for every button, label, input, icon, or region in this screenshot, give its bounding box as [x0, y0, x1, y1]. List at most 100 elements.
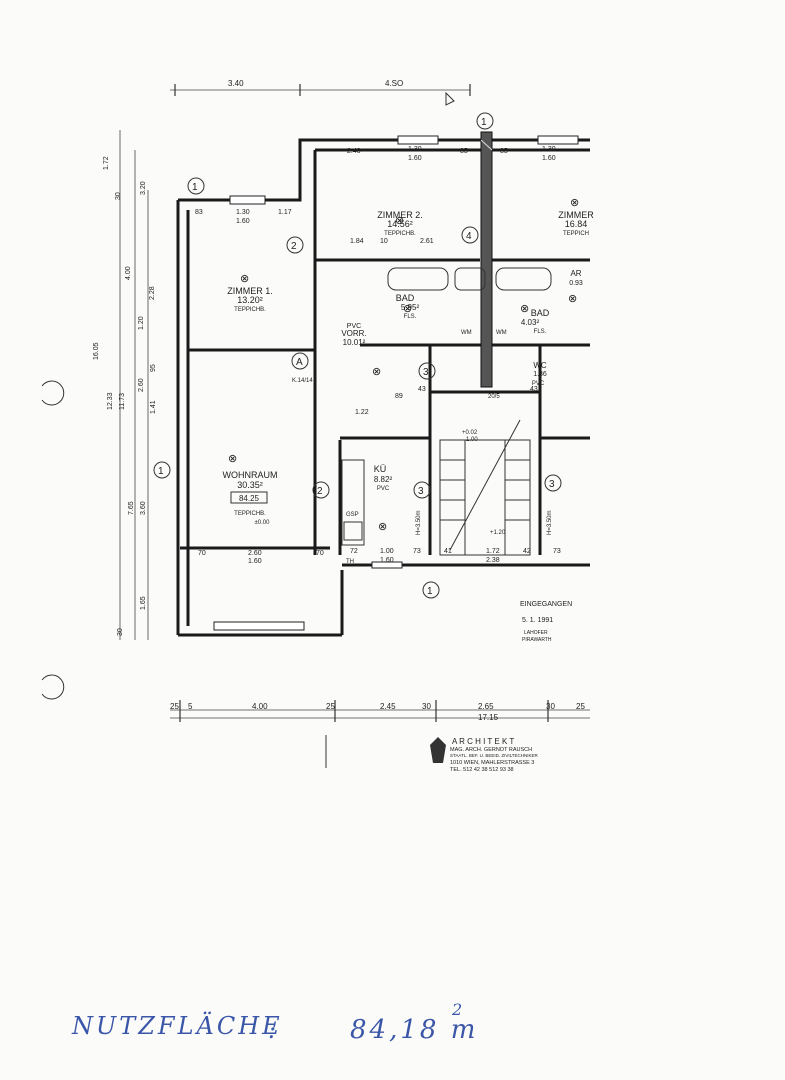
dim-bottom-8: 25 — [576, 702, 585, 711]
dim-bottom-total: 17.15 — [478, 713, 499, 722]
axis-marker-2-top: 2 — [291, 241, 297, 252]
room-zimmer-3-floor: TEPPICH — [563, 231, 589, 237]
bottom-dimension-lines: 25 5 4.00 25 2.45 30 2.65 30 25 17.15 — [170, 700, 590, 722]
dim-left-7: 2.28 — [149, 286, 156, 300]
dim-left-1: 30 — [115, 192, 122, 200]
dim-left-14: 1.65 — [140, 596, 147, 610]
room-bad-1-name: BAD — [396, 293, 415, 303]
dim-bottom-1: 5 — [188, 702, 193, 711]
axis-marker-3-left: 3 — [418, 486, 424, 497]
dim-left-9: 95 — [150, 364, 157, 372]
architect-stamp: A R C H I T E K T MAG. ARCH. GERNOT RAUS… — [325, 735, 539, 773]
room-zimmer-3-name: ZIMMER — [558, 210, 594, 220]
top-dim-right: 4.SO — [385, 79, 403, 88]
axis-marker-1-chimney: 1 — [481, 117, 487, 128]
dim-r3-1: 10 — [380, 238, 388, 245]
dim-left-11: 1.41 — [150, 400, 157, 414]
label-wm-2: WM — [496, 330, 507, 336]
dim-r4-8: 41 — [444, 548, 452, 555]
dim-r4-9: 1.72 — [486, 548, 500, 555]
svg-text:⊗: ⊗ — [378, 521, 387, 533]
dim-left-15: 30 — [117, 628, 124, 636]
label-height-2: H=3.50m — [547, 510, 553, 535]
svg-text:⊗: ⊗ — [240, 273, 249, 285]
architect-address: 1010 WIEN, MAHLERSTRASSE 3 — [450, 760, 534, 766]
axis-marker-3-top: 3 — [423, 367, 429, 378]
svg-text:⊗: ⊗ — [568, 293, 577, 305]
handwritten-value: 84,18 m — [350, 1015, 479, 1045]
room-bad-2-floor: FLS. — [534, 329, 547, 335]
dim-left-0: 1.72 — [103, 156, 110, 170]
room-zimmer-2-area: 14.56² — [387, 219, 413, 229]
dim-r4-4: 72 — [350, 548, 358, 555]
room-vorraum-floor: PVC — [347, 323, 361, 330]
left-dimension-lines: 1.72 30 3.20 16.05 12.33 11.73 4.00 2.28… — [93, 130, 157, 640]
top-dimension-line: 3.40 4.SO — [170, 79, 471, 96]
dim-r4-7: 73 — [413, 548, 421, 555]
total-area-box — [230, 491, 268, 504]
dim-r1-6: 1.60 — [542, 155, 556, 162]
dim-left-4: 12.33 — [107, 392, 114, 410]
dim-r1-4: 85 — [500, 148, 508, 155]
handwritten-label: NUTZFLÄCHE — [72, 1012, 283, 1040]
room-ar-area: 0.93 — [569, 280, 583, 287]
dim-bottom-5: 30 — [422, 702, 431, 711]
room-zimmer-1-floor: TEPPICHB. — [234, 307, 266, 313]
dim-r3-0: 1.84 — [350, 238, 364, 245]
axis-marker-2-mid: 2 — [317, 486, 323, 497]
kitchen-counter — [341, 459, 365, 546]
label-landing: +1.20 — [490, 530, 506, 536]
label-lobby-level: +0.02 — [462, 430, 478, 436]
bathtub-left — [387, 267, 449, 291]
svg-text:⊗: ⊗ — [520, 303, 529, 315]
room-wohnraum-name: WOHNRAUM — [223, 470, 278, 480]
dim-r4-3: 70 — [316, 550, 324, 557]
room-ar-name: AR — [570, 269, 581, 278]
dim-r5-3: 43 — [530, 386, 538, 393]
punch-hole-top — [41, 380, 65, 406]
handwritten-exponent: 2 — [452, 1000, 466, 1019]
staircase — [439, 419, 531, 556]
room-kueche-name: KÜ — [374, 464, 387, 474]
dim-left-10: 2.60 — [138, 378, 145, 392]
room-zimmer-2-floor: TEPPICHB. — [384, 231, 416, 237]
dim-left-2: 3.20 — [140, 181, 147, 195]
dim-r5-2: 43 — [418, 386, 426, 393]
dim-left-13: 3.60 — [140, 501, 147, 515]
dim-bottom-6: 2.65 — [478, 702, 494, 711]
stamp-city: LAHOFER — [524, 630, 548, 636]
svg-text:⊗: ⊗ — [372, 366, 381, 378]
room-wc-name: WC — [533, 361, 547, 370]
north-marker — [445, 91, 455, 106]
axis-marker-a: A — [296, 357, 303, 368]
architect-title: A R C H I T E K T — [452, 737, 514, 746]
dim-r2-2: 1.60 — [236, 218, 250, 225]
room-wc-area: 1.36 — [533, 371, 547, 378]
dim-r1-2: 1.60 — [408, 155, 422, 162]
label-stairs: 20/5 — [488, 394, 500, 400]
room-vorraum-name: VORR. — [341, 329, 366, 338]
architect-line2: STAATL. BEF. U. BEEID. ZIVILTECHNIKER — [450, 753, 539, 758]
dim-r4-1: 2.60 — [248, 550, 262, 557]
room-wohnraum-floor: TEPPICHB. — [234, 511, 266, 517]
chimney-shaft — [480, 131, 493, 388]
dim-r1-3: 85 — [460, 148, 468, 155]
label-lobby-level2: 1.00 — [466, 437, 478, 443]
room-bad-1-floor: FLS. — [404, 314, 417, 320]
dim-left-3: 16.05 — [93, 342, 100, 360]
room-bad-2-area: 4.03² — [521, 318, 540, 327]
architect-tel: TEL. 512 42 38 512 93 38 — [450, 767, 514, 773]
dim-r1-0: 2.40 — [347, 148, 361, 155]
dim-r2-1: 1.30 — [236, 209, 250, 216]
dim-left-12: 7.65 — [128, 501, 135, 515]
dim-r4-5: 1.00 — [380, 548, 394, 555]
dim-left-5: 11.73 — [119, 393, 126, 410]
dim-bottom-2: 4.00 — [252, 702, 268, 711]
svg-text:⊗: ⊗ — [395, 215, 404, 227]
axis-marker-1-top: 1 — [192, 182, 198, 193]
dim-r4-6: 1.60 — [380, 557, 394, 564]
total-area-value: 84.25 — [239, 494, 260, 503]
dim-r3-2: 2.61 — [420, 238, 434, 245]
interior-walls — [180, 258, 590, 555]
top-dim-left: 3.40 — [228, 79, 244, 88]
